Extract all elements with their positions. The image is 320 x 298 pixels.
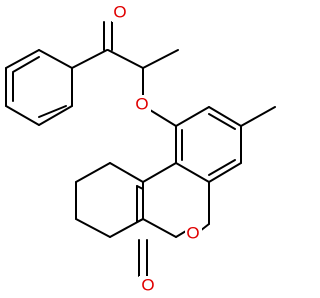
bond-line <box>149 109 177 127</box>
atom-o-lactone: O <box>139 276 157 295</box>
bond-line <box>12 56 40 73</box>
bond-line <box>109 162 144 183</box>
bond-line <box>208 162 242 183</box>
bond-line <box>75 218 111 238</box>
bond-line <box>5 49 40 69</box>
chemical-structure-diagram: O O O O <box>5 3 276 295</box>
bond-line <box>208 106 242 127</box>
bond-line <box>208 159 236 176</box>
atom-o-ring: O <box>185 224 202 243</box>
bond-line <box>208 113 236 130</box>
bond-line <box>240 106 276 127</box>
atom-o-ether: O <box>133 95 151 114</box>
atom-o-ketone: O <box>112 3 129 22</box>
bond-line <box>175 230 187 238</box>
bond-line <box>75 162 111 183</box>
bond-line <box>175 106 210 127</box>
bond-line <box>71 49 108 69</box>
bonds-group <box>5 21 276 277</box>
bond-line <box>142 49 179 69</box>
bond-line <box>38 105 67 118</box>
atom-label-o-ketone: O <box>113 3 126 22</box>
bond-line <box>142 162 177 183</box>
atom-label-o-ether: O <box>135 95 148 114</box>
bond-line <box>38 49 73 69</box>
bond-line <box>175 162 210 183</box>
bond-line <box>5 105 40 126</box>
bond-line <box>38 105 73 126</box>
bond-line <box>109 218 144 238</box>
atom-label-o-lactone: O <box>141 276 154 295</box>
bond-line <box>142 218 177 238</box>
atom-label-o-ring: O <box>186 224 199 243</box>
bond-line <box>107 49 144 69</box>
